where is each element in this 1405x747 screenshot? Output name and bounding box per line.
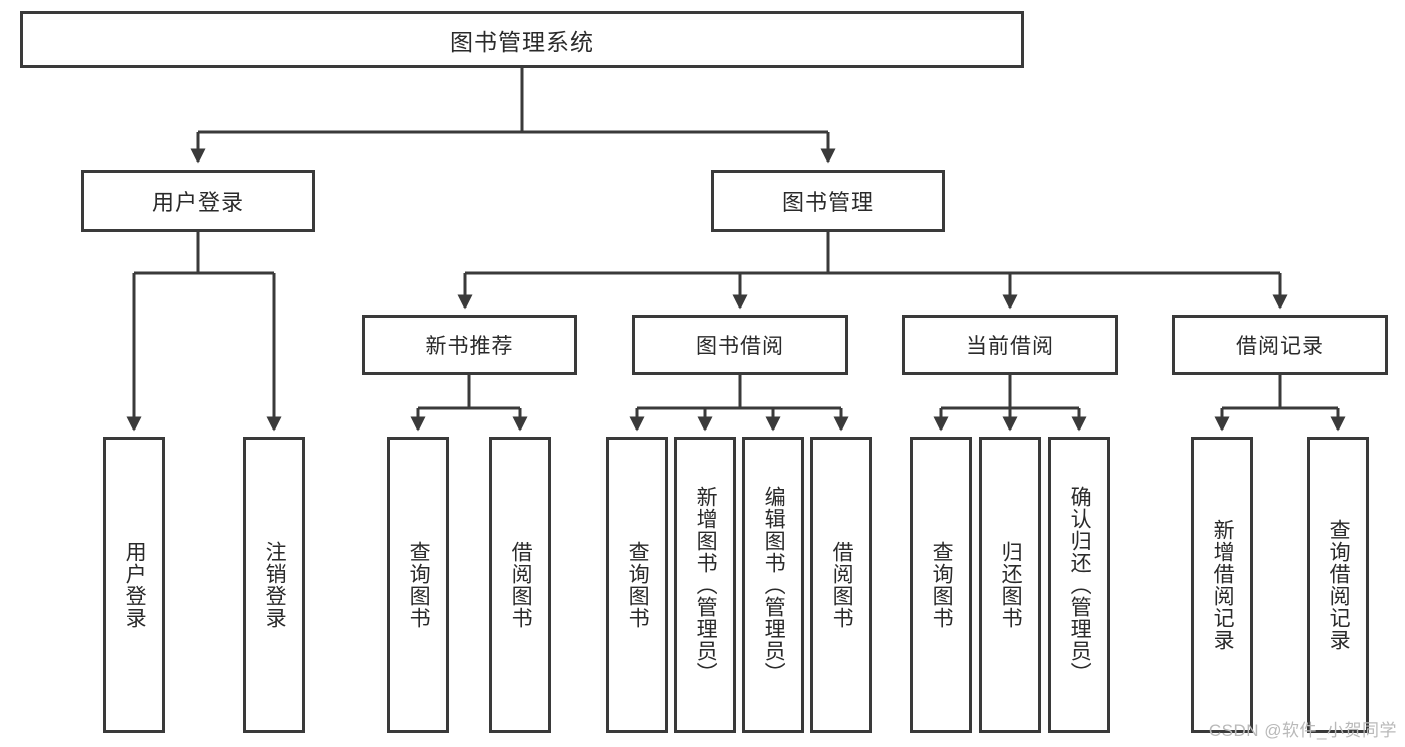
node-book-management[interactable]: 图书管理 [711,170,945,232]
node-borrow-record[interactable]: 借阅记录 [1172,315,1388,375]
node-new-book-recommend[interactable]: 新书推荐 [362,315,577,375]
leaf-current-return-book[interactable]: 归还图书 [979,437,1041,733]
node-label: 查询图书 [626,541,650,629]
leaf-recommend-borrow-book[interactable]: 借阅图书 [489,437,551,733]
node-label: 图书管理 [781,190,874,215]
node-current-borrow[interactable]: 当前借阅 [902,315,1118,375]
leaf-borrow-borrow-book[interactable]: 借阅图书 [810,437,872,733]
leaf-recommend-query-book[interactable]: 查询图书 [387,437,449,733]
node-label: 用户登录 [123,541,147,629]
node-label: 新书推荐 [425,335,514,358]
node-label: 图书借阅 [696,335,784,358]
leaf-user-login-signin[interactable]: 用户登录 [103,437,165,733]
node-label: 借阅图书 [830,541,854,629]
leaf-borrow-add-book-admin[interactable]: 新增图书（管理员） [674,437,736,733]
node-label: 当前借阅 [966,335,1054,358]
leaf-borrow-edit-book-admin[interactable]: 编辑图书（管理员） [742,437,804,733]
node-book-borrow[interactable]: 图书借阅 [632,315,848,375]
node-label: 新增图书（管理员） [694,486,718,684]
node-label: 借阅图书 [509,541,533,629]
node-label: 确认归还（管理员） [1068,486,1092,684]
node-user-login[interactable]: 用户登录 [81,170,315,232]
node-label: 图书管理系统 [450,28,594,55]
node-label: 用户登录 [151,190,244,215]
node-root-system[interactable]: 图书管理系统 [20,11,1024,68]
node-label: 编辑图书（管理员） [762,486,786,684]
watermark: CSDN @软件_小贺同学 [1208,721,1397,740]
leaf-borrow-query-book[interactable]: 查询图书 [606,437,668,733]
node-label: 注销登录 [263,541,287,629]
leaf-record-add-record[interactable]: 新增借阅记录 [1191,437,1253,733]
node-label: 查询借阅记录 [1327,519,1351,651]
node-label: 查询图书 [930,541,954,629]
node-label: 借阅记录 [1236,335,1324,358]
node-label: 查询图书 [407,541,431,629]
leaf-record-query-record[interactable]: 查询借阅记录 [1307,437,1369,733]
leaf-user-login-signout[interactable]: 注销登录 [243,437,305,733]
node-label: 归还图书 [999,541,1023,629]
node-label: 新增借阅记录 [1211,519,1235,651]
leaf-current-confirm-return-admin[interactable]: 确认归还（管理员） [1048,437,1110,733]
leaf-current-query-book[interactable]: 查询图书 [910,437,972,733]
